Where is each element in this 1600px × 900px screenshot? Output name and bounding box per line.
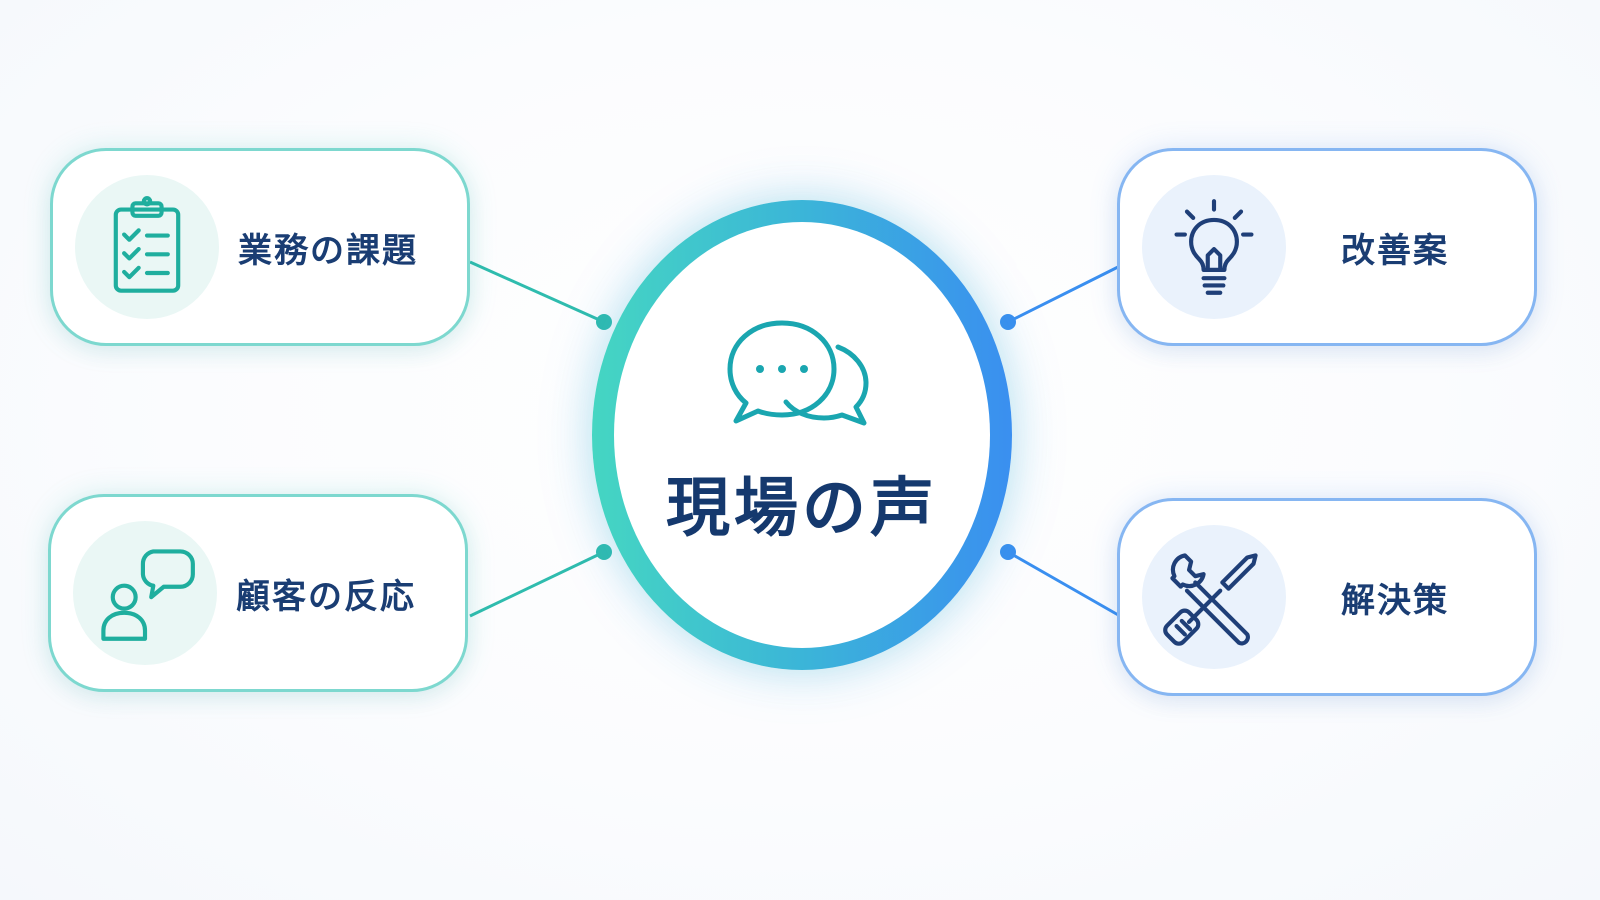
center-hub: 現場の声 bbox=[592, 200, 1012, 670]
connector-bottom-left bbox=[469, 550, 605, 618]
lightbulb-icon bbox=[1142, 175, 1286, 319]
node-label-bottom-left: 顧客の反応 bbox=[236, 576, 416, 617]
node-label-top-right: 改善案 bbox=[1341, 230, 1449, 271]
node-label-top-left: 業務の課題 bbox=[238, 230, 418, 271]
connector-dot-bottom-right bbox=[1000, 544, 1016, 560]
clipboard-checklist-icon bbox=[75, 175, 219, 319]
connector-dot-top-right bbox=[1000, 314, 1016, 330]
connector-bottom-right bbox=[1007, 550, 1121, 618]
center-hub-inner: 現場の声 bbox=[614, 222, 990, 648]
connector-dot-bottom-left bbox=[596, 544, 612, 560]
node-label-bottom-right: 解決策 bbox=[1341, 580, 1449, 621]
node-card-top-left: 業務の課題 bbox=[50, 148, 470, 346]
connector-top-left bbox=[469, 260, 605, 324]
center-title: 現場の声 bbox=[666, 472, 938, 546]
person-speech-icon bbox=[73, 521, 217, 665]
connector-top-right bbox=[1007, 264, 1121, 324]
node-card-bottom-right: 解決策 bbox=[1117, 498, 1537, 696]
wrench-screwdriver-icon bbox=[1142, 525, 1286, 669]
speech-bubbles-icon bbox=[727, 320, 869, 426]
node-card-bottom-left: 顧客の反応 bbox=[48, 494, 468, 692]
node-card-top-right: 改善案 bbox=[1117, 148, 1537, 346]
connector-dot-top-left bbox=[596, 314, 612, 330]
